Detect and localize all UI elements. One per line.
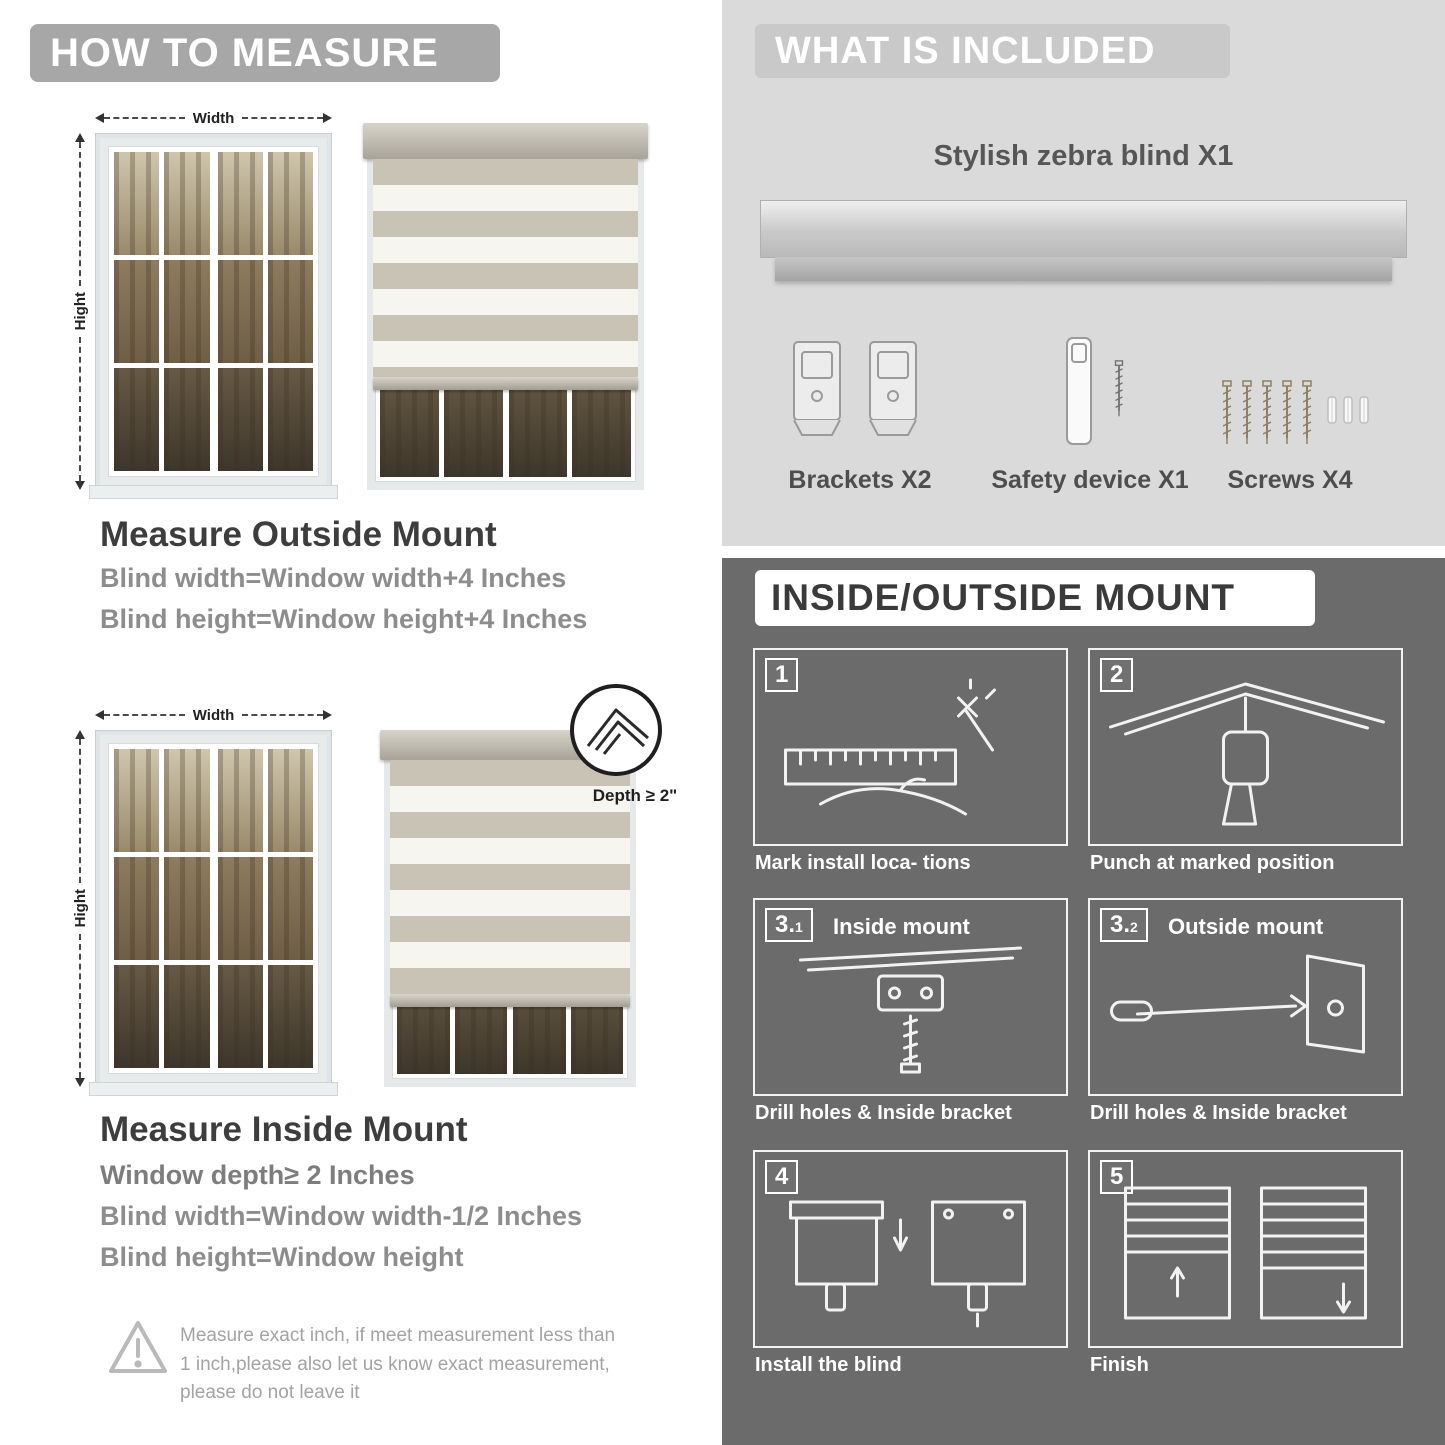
step-caption: Mark install loca- tions: [755, 852, 971, 874]
outside-mount-line2: Blind height=Window height+4 Inches: [100, 604, 588, 634]
zebra-blind-outside-illustration: [363, 123, 648, 490]
what-is-included-section: WHAT IS INCLUDED Stylish zebra blind X1: [722, 0, 1445, 546]
step-number-badge: 2: [1100, 658, 1134, 692]
step-panel-3-1: 3.1 Inside mount: [753, 898, 1068, 1096]
mount-header: INSIDE/OUTSIDE MOUNT: [755, 570, 1315, 626]
step-number-badge: 3.1: [765, 908, 813, 942]
blind-bottom-rail: [390, 994, 630, 1007]
warning-icon: [106, 1316, 170, 1385]
step-panel-1: 1: [753, 648, 1068, 846]
inside-bracket-illustration: [799, 946, 1022, 1074]
step-number-badge: 1: [765, 658, 799, 692]
blind-shade: [390, 760, 630, 994]
step-caption: Drill holes & Inside bracket: [1090, 1102, 1347, 1124]
screw-icon: [1282, 380, 1292, 444]
window-illustration-inside: [89, 730, 338, 1096]
blind-shade: [373, 159, 638, 377]
step-number-badge: 4: [765, 1160, 799, 1194]
step-number-badge: 3.2: [1100, 908, 1148, 942]
outside-mount-title: Measure Outside Mount: [100, 515, 497, 554]
finish-illustration: [1124, 1186, 1367, 1320]
safety-device-label: Safety device X1: [991, 466, 1189, 494]
window-illustration-outside: [89, 133, 338, 499]
blind-bottom-rail: [373, 377, 638, 390]
step-caption: Punch at marked position: [1090, 852, 1335, 874]
screw-icon: [1114, 360, 1124, 417]
bracket-icon: [869, 341, 917, 436]
zebra-blind-label: Stylish zebra blind X1: [933, 140, 1234, 172]
safety-device-icon: [1066, 337, 1092, 445]
brackets-label: Brackets X2: [788, 466, 932, 494]
install-blind-illustration: [789, 1200, 1026, 1328]
what-is-included-header: WHAT IS INCLUDED: [755, 24, 1230, 78]
bracket-icon: [793, 341, 841, 436]
width-arrow: Width: [95, 109, 333, 127]
step-panel-3-2: 3.2 Outside mount: [1088, 898, 1403, 1096]
mount-instructions-section: INSIDE/OUTSIDE MOUNT 1 Mark install loca…: [722, 558, 1445, 1445]
outside-bracket-illustration: [1110, 954, 1365, 1054]
height-arrow: Hight: [71, 730, 89, 1088]
width-label: Width: [192, 109, 235, 127]
height-label: Hight: [71, 292, 89, 331]
screw-icon: [1222, 380, 1232, 444]
step-caption: Install the blind: [755, 1354, 902, 1376]
wall-anchor-icon: [1359, 396, 1369, 424]
step-panel-5: 5: [1088, 1150, 1403, 1348]
depth-label: Depth ≥ 2": [592, 786, 678, 805]
mark-location-illustration: [784, 678, 996, 816]
inside-mount-line1: Window depth≥ 2 Inches: [100, 1160, 415, 1190]
measurement-note: Measure exact inch, if meet measurement …: [180, 1325, 616, 1403]
drill-illustration: [1109, 682, 1385, 826]
blind-cassette: [363, 123, 648, 159]
height-label: Hight: [71, 889, 89, 928]
screw-icon: [1302, 380, 1312, 444]
step-panel-2: 2: [1088, 648, 1403, 846]
inside-mount-line2: Blind width=Window width-1/2 Inches: [100, 1201, 583, 1231]
step-caption: Finish: [1090, 1354, 1149, 1376]
blind-headrail-illustration: [760, 200, 1407, 258]
depth-magnifier-icon: [570, 684, 662, 776]
blind-headrail-valance: [775, 257, 1392, 281]
screw-icon: [1262, 380, 1272, 444]
step-caption: Drill holes & Inside bracket: [755, 1102, 1012, 1124]
step-panel-4: 4: [753, 1150, 1068, 1348]
screw-icon: [1242, 380, 1252, 444]
wall-anchor-icon: [1343, 396, 1353, 424]
screws-label: Screws X4: [1227, 466, 1353, 494]
inside-mount-title: Measure Inside Mount: [100, 1110, 468, 1149]
width-arrow: Width: [95, 706, 333, 724]
zebra-blind-inside-illustration: [380, 730, 640, 1087]
width-label: Width: [192, 706, 235, 724]
wall-anchor-icon: [1327, 396, 1337, 424]
height-arrow: Hight: [71, 133, 89, 491]
outside-mount-line1: Blind width=Window width+4 Inches: [100, 563, 567, 593]
how-to-measure-header: HOW TO MEASURE: [30, 24, 500, 82]
inside-mount-line3: Blind height=Window height: [100, 1242, 464, 1272]
